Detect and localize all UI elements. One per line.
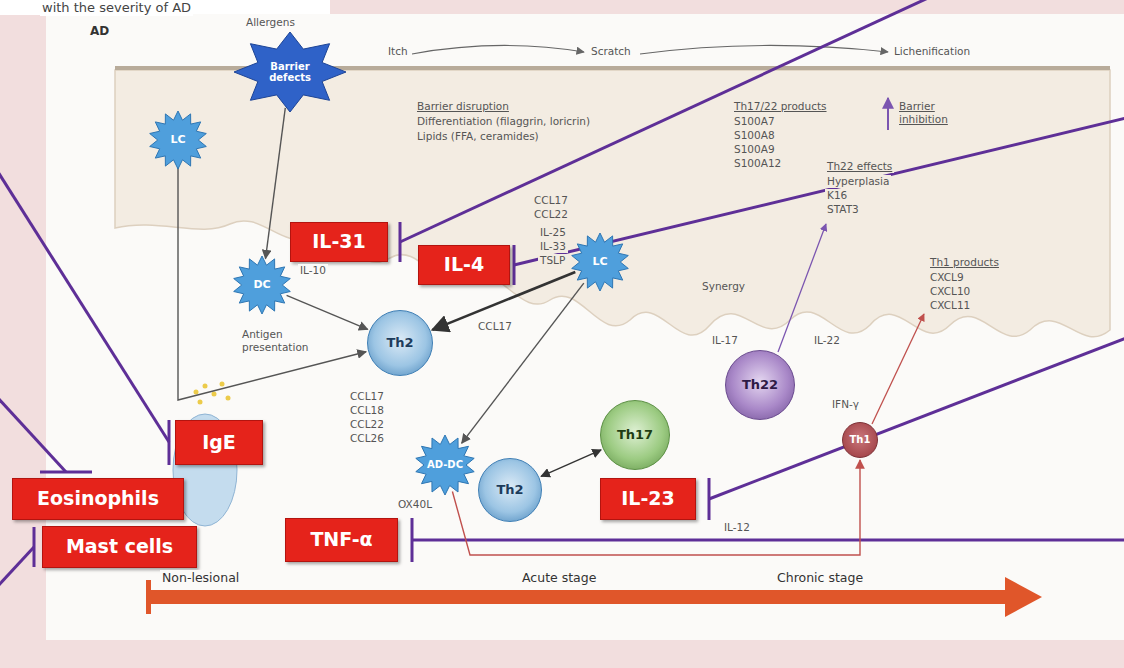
barrier-star: Barrier defects bbox=[234, 32, 346, 112]
stage-label: Non-lesional bbox=[160, 570, 241, 586]
langerhans-cell: LC bbox=[149, 111, 207, 169]
node-text: Eosinophils bbox=[37, 488, 159, 510]
stage-label: Acute stage bbox=[520, 570, 598, 586]
node-text: LC bbox=[170, 134, 185, 147]
th22-effect-arrow bbox=[778, 224, 826, 352]
cell-outline bbox=[150, 111, 207, 169]
figure-label: Th22 effects bbox=[825, 160, 894, 173]
target-box: Mast cells bbox=[42, 526, 197, 568]
figure-label: Barrier disruption bbox=[415, 100, 511, 113]
node-text: Mast cells bbox=[66, 536, 173, 558]
t-cell: Th2 bbox=[478, 458, 542, 522]
th1-product-arrow bbox=[872, 314, 924, 424]
figure-label: CCL18 bbox=[348, 404, 386, 417]
figure-label: IL-33 bbox=[538, 240, 568, 253]
scratch-arrow bbox=[640, 45, 888, 54]
epidermis bbox=[115, 70, 1110, 337]
figure-label: Antigen presentation bbox=[240, 328, 324, 354]
node-text: TNF-α bbox=[310, 529, 372, 551]
figure-label: Lipids (FFA, ceramides) bbox=[415, 130, 541, 143]
cell-outline bbox=[572, 233, 629, 291]
figure-label: OX40L bbox=[396, 498, 434, 511]
langerhans-cell: LC bbox=[571, 233, 629, 291]
figure-label: Allergens bbox=[244, 16, 297, 29]
target-box: Eosinophils bbox=[12, 478, 184, 520]
dendritic-cell: DC bbox=[233, 256, 291, 314]
figure-label: CCL22 bbox=[532, 208, 570, 221]
node-text: DC bbox=[253, 279, 270, 292]
figure-label: Differentiation (filaggrin, loricrin) bbox=[415, 115, 592, 128]
figure-label: Barrier inhibition bbox=[897, 100, 967, 126]
figure-label: Lichenification bbox=[892, 45, 972, 58]
figure-label: CXCL11 bbox=[928, 299, 972, 312]
figure-label: CCL17 bbox=[476, 320, 514, 333]
figure-label: S100A9 bbox=[732, 143, 777, 156]
figure-label: K16 bbox=[825, 189, 849, 202]
figure-label: Th1 products bbox=[928, 256, 1001, 269]
inhibition-lines bbox=[0, 0, 1124, 586]
target-box: IL-23 bbox=[600, 478, 696, 520]
star-outline bbox=[234, 32, 346, 112]
node-text: LC bbox=[592, 256, 607, 269]
figure-label: CCL26 bbox=[348, 432, 386, 445]
node-text: Th2 bbox=[496, 483, 523, 498]
figure-label: CCL17 bbox=[532, 194, 570, 207]
dendritic-cell: AD-DC bbox=[415, 435, 475, 495]
figure-label: Scratch bbox=[589, 45, 633, 58]
figure-label: IL-22 bbox=[812, 334, 842, 347]
node-text: Th2 bbox=[386, 336, 413, 351]
figure-label: AD bbox=[88, 24, 111, 39]
target-box: TNF-α bbox=[285, 518, 398, 562]
figure-label: TSLP bbox=[538, 254, 567, 267]
figure-label: S100A12 bbox=[732, 157, 783, 170]
node-text: AD-DC bbox=[427, 459, 463, 471]
node-text: Barrier defects bbox=[259, 61, 321, 84]
timeline-arrow bbox=[150, 590, 1006, 604]
t-cell: Th1 bbox=[842, 422, 878, 458]
node-text: Th22 bbox=[742, 378, 778, 393]
slide-text: with the severity of AD bbox=[40, 0, 193, 16]
node-text: IL-31 bbox=[312, 231, 366, 253]
figure-label: IL-12 bbox=[722, 521, 752, 534]
t-cell: Th2 bbox=[367, 310, 433, 376]
pathway-arrow bbox=[178, 167, 366, 400]
t-cell: Th22 bbox=[725, 350, 795, 420]
figure-panel bbox=[46, 14, 1124, 640]
figure-label: Hyperplasia bbox=[825, 175, 891, 188]
figure-label: STAT3 bbox=[825, 203, 861, 216]
figure-label: IL-25 bbox=[538, 226, 568, 239]
figure-label: CXCL10 bbox=[928, 285, 972, 298]
figure-label: CCL17 bbox=[348, 390, 386, 403]
node-text: IgE bbox=[202, 432, 236, 454]
cell-outline bbox=[234, 256, 291, 314]
target-box: IL-31 bbox=[290, 222, 388, 262]
target-box: IL-4 bbox=[418, 245, 510, 285]
figure-label: IL-10 bbox=[298, 264, 328, 277]
node-text: IL-4 bbox=[444, 254, 484, 276]
inhibition-arrow bbox=[887, 98, 889, 130]
figure-label: IFN-γ bbox=[830, 398, 861, 411]
figure-label: S100A7 bbox=[732, 115, 777, 128]
figure-label: CCL22 bbox=[348, 418, 386, 431]
figure-label: S100A8 bbox=[732, 129, 777, 142]
figure-label: CXCL9 bbox=[928, 271, 966, 284]
figure-label: Th17/22 products bbox=[732, 100, 829, 113]
node-text: Th17 bbox=[617, 428, 653, 443]
figure-label: Itch bbox=[386, 45, 410, 58]
t-cell: Th17 bbox=[600, 400, 670, 470]
itch-arrow bbox=[412, 45, 584, 54]
granules bbox=[194, 382, 231, 405]
pathway-arrow bbox=[541, 450, 601, 476]
pathway-arrow bbox=[266, 108, 286, 259]
pathway-arrow bbox=[462, 283, 584, 443]
node-text: IL-23 bbox=[621, 488, 675, 510]
target-box: IgE bbox=[175, 420, 263, 465]
stage-label: Chronic stage bbox=[775, 570, 865, 586]
node-text: Th1 bbox=[850, 434, 871, 446]
figure-label: IL-17 bbox=[710, 334, 740, 347]
pathway-arrow bbox=[287, 295, 368, 329]
timeline-head bbox=[1005, 577, 1042, 617]
figure-label: Synergy bbox=[700, 280, 747, 293]
cell-outline bbox=[416, 435, 474, 495]
